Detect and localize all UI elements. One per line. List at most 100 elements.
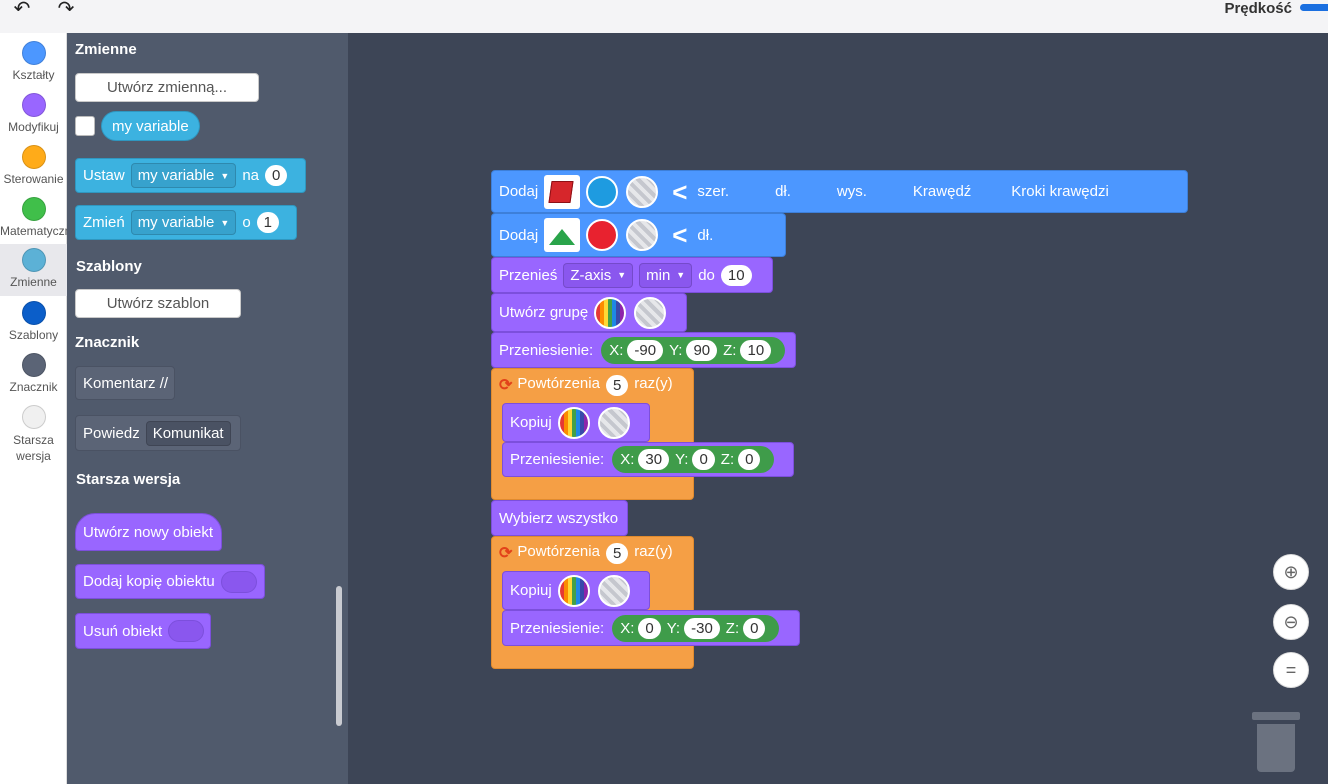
axis-dropdown[interactable]: Z-axis▼ (563, 262, 634, 288)
copy-block-1[interactable]: Kopiuj (502, 403, 650, 442)
material-swatch[interactable] (634, 296, 667, 329)
flyout-scrollbar[interactable] (336, 586, 342, 726)
set-variable-block[interactable]: Ustaw my variable▼ na 0 (75, 158, 306, 193)
category-label: Znacznik (9, 380, 58, 394)
value-input[interactable]: 1 (256, 212, 279, 233)
block-label: Usuń obiekt (83, 622, 163, 640)
cube-thumbnail[interactable] (544, 174, 581, 209)
param-length[interactable]: dł. (697, 226, 714, 244)
mode-dropdown[interactable]: min▼ (639, 262, 693, 288)
z-input[interactable]: 0 (743, 617, 766, 639)
message-input[interactable]: Komunikat (145, 420, 231, 446)
category-variables[interactable]: Zmienne (0, 244, 67, 296)
variable-name: my variable (112, 117, 189, 135)
material-swatch[interactable] (597, 406, 630, 439)
color-swatch[interactable] (586, 219, 619, 251)
category-modify[interactable]: Modyfikuj (0, 89, 67, 141)
object-slot[interactable] (220, 570, 257, 593)
block-label: Przenieś (499, 266, 558, 284)
wedge-icon (549, 229, 576, 245)
wedge-thumbnail[interactable] (544, 218, 581, 252)
variable-dropdown[interactable]: my variable▼ (130, 163, 237, 188)
value-input[interactable]: 0 (265, 165, 288, 186)
create-template-button[interactable]: Utwórz szablon (75, 289, 241, 318)
dropdown-value: my variable (137, 167, 215, 184)
translate-block-3[interactable]: Przeniesienie: X:0 Y:-30 Z:0 (502, 610, 800, 646)
translate-block-2[interactable]: Przeniesienie: X:30 Y:0 Z:0 (502, 442, 794, 477)
value-input[interactable]: 10 (720, 264, 752, 286)
translate-block-1[interactable]: Przeniesienie: X:-90 Y:90 Z:10 (491, 332, 796, 368)
category-math[interactable]: Matematyczne (0, 193, 67, 245)
y-input[interactable]: 90 (686, 339, 718, 361)
block-label: raz(y) (634, 375, 673, 392)
category-menu: Kształty Modyfikuj Sterowanie Matematycz… (0, 33, 67, 784)
category-shapes[interactable]: Kształty (0, 37, 67, 89)
my-variable-reporter[interactable]: my variable (101, 111, 200, 141)
count-input[interactable]: 5 (605, 543, 629, 564)
category-control[interactable]: Sterowanie (0, 141, 67, 193)
variable-checkbox[interactable] (75, 116, 95, 136)
redo-icon[interactable]: ↷ (57, 0, 75, 20)
material-swatch[interactable] (597, 574, 630, 607)
x-input[interactable]: -90 (627, 339, 664, 361)
create-variable-button[interactable]: Utwórz zmienną... (75, 73, 259, 102)
category-marker[interactable]: Znacznik (0, 349, 67, 401)
comment-block[interactable]: Komentarz // (75, 366, 175, 400)
move-to-block[interactable]: Przenieś Z-axis▼ min▼ do 10 (491, 257, 773, 293)
undo-icon[interactable]: ↶ (13, 0, 31, 20)
category-templates[interactable]: Szablony (0, 297, 67, 349)
delete-object-block[interactable]: Usuń obiekt (75, 613, 211, 649)
variable-dropdown[interactable]: my variable▼ (130, 210, 237, 235)
param-edge-steps[interactable]: Kroki krawędzi (1011, 183, 1109, 200)
add-shape-block-1[interactable]: Dodaj < szer. dł. wys. Krawędź Kroki kra… (491, 170, 1188, 213)
add-shape-block-2[interactable]: Dodaj < dł. (491, 213, 786, 257)
param-width[interactable]: szer. (697, 183, 730, 200)
block-label: do (698, 266, 715, 284)
select-all-block[interactable]: Wybierz wszystko (491, 500, 628, 536)
block-label: Dodaj kopię obiektu (83, 573, 215, 590)
block-label: Kopiuj (510, 414, 552, 431)
copy-block-2[interactable]: Kopiuj (502, 571, 650, 610)
z-input[interactable]: 0 (738, 449, 761, 470)
rainbow-color-swatch[interactable] (594, 296, 627, 329)
category-label: Zmienne (10, 275, 57, 289)
block-label: Zmień (83, 214, 125, 231)
category-label: Sterowanie (3, 172, 64, 186)
block-label: raz(y) (634, 543, 673, 560)
speed-slider[interactable] (1300, 4, 1328, 11)
count-input[interactable]: 5 (605, 375, 629, 396)
param-edge[interactable]: Krawędź (912, 183, 972, 200)
zoom-out-icon[interactable]: ⊖ (1273, 604, 1309, 640)
zoom-in-icon[interactable]: ⊕ (1273, 554, 1309, 590)
create-group-block[interactable]: Utwórz grupę (491, 293, 687, 332)
param-length[interactable]: dł. (775, 183, 791, 200)
category-label: Starsza wersja (13, 433, 54, 463)
category-label: Modyfikuj (8, 120, 59, 134)
x-input[interactable]: 0 (638, 617, 661, 639)
chevron-left-icon[interactable]: < (672, 220, 688, 250)
new-object-block[interactable]: Utwórz nowy obiekt (75, 513, 222, 551)
block-label: Powiedz (83, 424, 140, 442)
add-copy-block[interactable]: Dodaj kopię obiektu (75, 564, 265, 599)
z-input[interactable]: 10 (740, 339, 772, 361)
x-input[interactable]: 30 (638, 449, 670, 470)
object-slot[interactable] (168, 620, 205, 642)
zoom-reset-icon[interactable]: = (1273, 652, 1309, 688)
category-dot-icon (21, 405, 46, 429)
rainbow-color-swatch[interactable] (557, 406, 590, 439)
material-swatch[interactable] (626, 219, 659, 251)
category-label: Kształty (12, 68, 55, 82)
change-variable-block[interactable]: Zmień my variable▼ o 1 (75, 205, 297, 240)
y-input[interactable]: 0 (692, 449, 715, 470)
say-block[interactable]: Powiedz Komunikat (75, 415, 241, 451)
y-input[interactable]: -30 (684, 617, 720, 639)
category-legacy[interactable]: Starsza wersja (0, 401, 67, 467)
param-height[interactable]: wys. (836, 183, 867, 200)
category-dot-icon (21, 93, 46, 117)
color-swatch[interactable] (586, 175, 619, 208)
block-label: o (242, 214, 251, 231)
trash-icon[interactable] (1252, 712, 1300, 772)
chevron-left-icon[interactable]: < (672, 176, 688, 207)
rainbow-color-swatch[interactable] (557, 574, 590, 607)
material-swatch[interactable] (626, 175, 659, 208)
